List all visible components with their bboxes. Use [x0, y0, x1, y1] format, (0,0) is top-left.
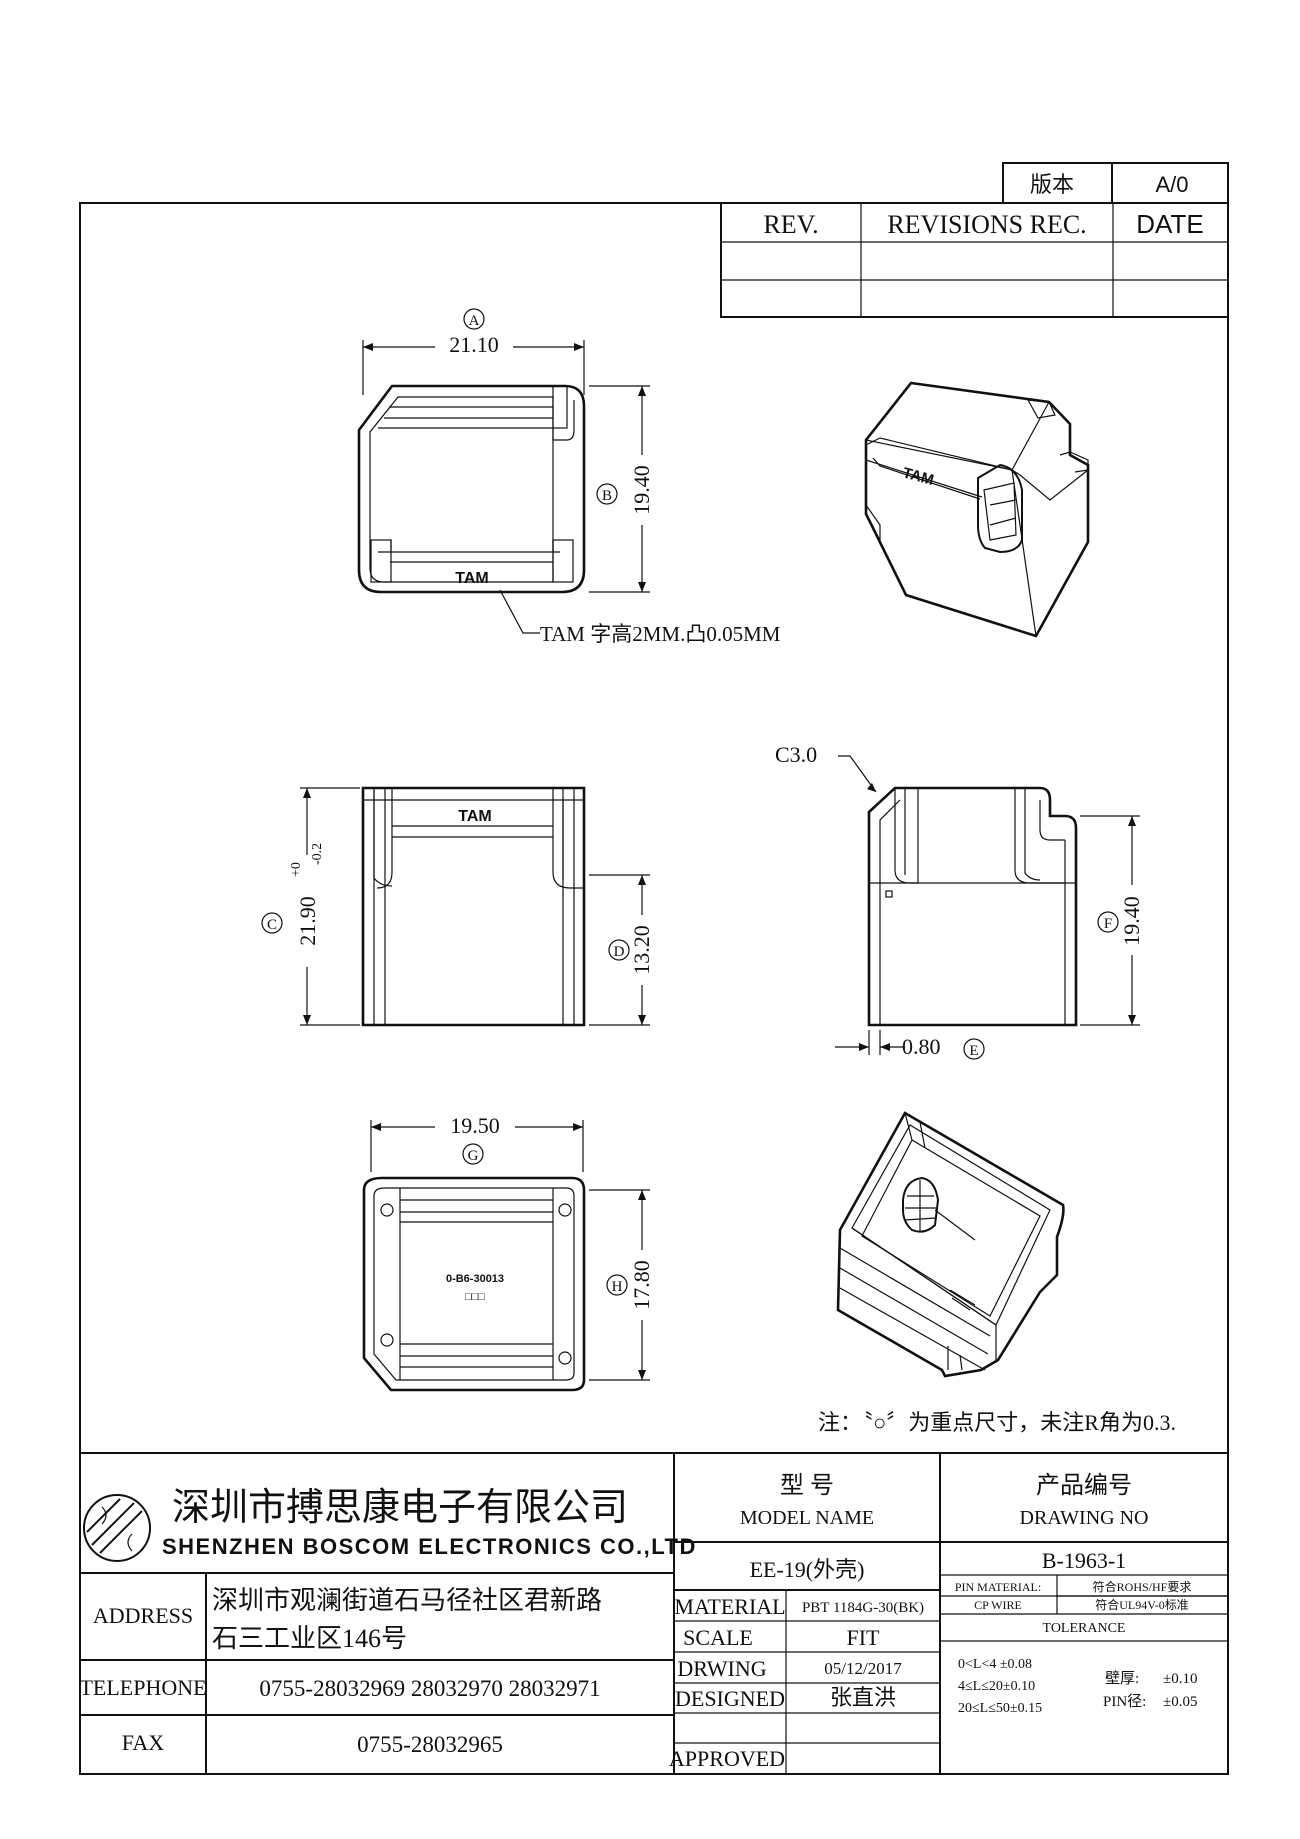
dim-g-tag	[462, 1143, 484, 1165]
drawing-date-value: 05/12/2017	[824, 1659, 902, 1678]
drawing-label-en: DRAWING NO	[1020, 1507, 1149, 1529]
version-box: 版本 A/0	[1002, 162, 1229, 204]
dim-e-tag	[963, 1038, 985, 1060]
iso-view-top: TAM	[864, 381, 1090, 638]
dim-b-value: 19.40	[629, 465, 654, 515]
code-marks: □□□	[465, 1291, 485, 1303]
cp-wire-label: CP WIRE	[974, 1598, 1022, 1612]
version-label: 版本	[1030, 172, 1074, 197]
fax-value: 0755-28032965	[357, 1732, 503, 1757]
dim-c-tol-lower: -0.2	[310, 843, 325, 865]
side-view: C3.0 F 19.40 0.80 E	[775, 742, 1144, 1060]
dim-g-value: 19.50	[450, 1113, 500, 1138]
pin-material-label: PIN MATERIAL:	[955, 1580, 1041, 1594]
pin-diameter-label: PIN径:	[1103, 1693, 1146, 1710]
marking-callout: TAM 字高2MM.凸0.05MM	[540, 622, 781, 646]
dim-h-tag	[606, 1274, 628, 1296]
svg-text:G: G	[468, 1148, 479, 1164]
drawing-note: 注：〝○〞为重点尺寸，未注R角为0.3.	[818, 1410, 1176, 1435]
tolerance-line-1: 0<L<4 ±0.08	[958, 1657, 1032, 1672]
version-value: A/0	[1155, 172, 1188, 197]
drawing-border	[79, 202, 1229, 1775]
company-name-cn: 深圳市搏思康电子有限公司	[172, 1487, 628, 1529]
svg-text:H: H	[612, 1279, 623, 1295]
tolerance-label: TOLERANCE	[1043, 1621, 1126, 1636]
top-view-marking: TAM	[455, 570, 488, 587]
title-block: 深圳市搏思康电子有限公司 SHENZHEN BOSCOM ELECTRONICS…	[79, 1452, 1228, 1774]
dim-c-tol-upper: +0	[289, 862, 304, 877]
pin-hole-bottom-left	[380, 1333, 394, 1347]
address-label: ADDRESS	[93, 1603, 193, 1628]
part-code: 0-B6-30013	[446, 1273, 504, 1285]
dim-f-tag	[1097, 911, 1119, 933]
pin-diameter-value: ±0.05	[1163, 1694, 1197, 1710]
model-label-en: MODEL NAME	[740, 1507, 874, 1529]
designed-value: 张直洪	[830, 1685, 896, 1710]
svg-text:C: C	[267, 917, 277, 933]
dim-e-value: 0.80	[902, 1034, 941, 1059]
bottom-view: 19.50 G 0-B6-30013 □□□ H 17.80	[362, 1113, 654, 1392]
scale-value: FIT	[847, 1625, 881, 1650]
dim-h-value: 17.80	[629, 1260, 654, 1310]
tolerance-line-3: 20≤L≤50±0.15	[958, 1701, 1042, 1716]
revisions-rec-header: REVISIONS REC.	[887, 210, 1086, 239]
model-value: EE-19(外壳)	[750, 1557, 865, 1582]
top-view: A 21.10 TAM B 19.40 TAM 字高2MM.凸0.05MM	[357, 308, 781, 646]
designed-label: DESIGNED	[675, 1686, 785, 1711]
company-name-en: SHENZHEN BOSCOM ELECTRONICS CO.,LTD	[162, 1534, 697, 1559]
date-header: DATE	[1136, 209, 1203, 239]
svg-text:E: E	[969, 1043, 978, 1059]
approved-label: APPROVED	[669, 1746, 785, 1771]
address-line-1: 深圳市观澜街道石马径社区君新路	[212, 1586, 602, 1615]
scale-label: SCALE	[683, 1625, 753, 1650]
pin-hole-top-left	[380, 1203, 394, 1217]
tolerance-line-2: 4≤L≤20±0.10	[958, 1679, 1035, 1694]
svg-text:F: F	[1104, 916, 1112, 932]
front-view: TAM C 21.90 +0 -0.2 D 13.20	[261, 786, 654, 1027]
revisions-table: REV. REVISIONS REC. DATE	[720, 202, 1229, 318]
dim-c-value: 21.90	[295, 896, 320, 946]
drawing-label-cn: 产品编号	[1036, 1472, 1132, 1499]
wall-thickness-label: 壁厚:	[1105, 1670, 1139, 1687]
svg-text:D: D	[614, 944, 625, 960]
company-logo	[83, 1494, 151, 1562]
address-line-2: 石三工业区146号	[212, 1624, 407, 1653]
ul-note: 符合UL94V-0标准	[1095, 1597, 1189, 1612]
rev-header: REV.	[763, 210, 818, 239]
drawing-date-label: DRWING	[677, 1656, 766, 1681]
material-label: MATERIAL	[674, 1594, 785, 1619]
front-view-marking: TAM	[458, 808, 491, 825]
svg-text:A: A	[469, 313, 480, 329]
material-value: PBT 1184G-30(BK)	[802, 1600, 924, 1616]
svg-text:B: B	[602, 488, 612, 504]
pin-hole-bottom-right	[558, 1351, 572, 1365]
telephone-label: TELEPHONE	[79, 1675, 206, 1700]
iso-top-marking: TAM	[901, 464, 936, 489]
fax-label: FAX	[122, 1730, 164, 1755]
rohs-note: 符合ROHS/HF要求	[1093, 1579, 1192, 1594]
dim-d-tag	[608, 939, 630, 961]
model-label-cn: 型 号	[780, 1472, 834, 1499]
dim-a-value: 21.10	[449, 332, 499, 357]
chamfer-callout: C3.0	[775, 742, 817, 767]
dim-b-tag	[596, 483, 618, 505]
pin-hole-top-right	[558, 1203, 572, 1217]
iso-view-bottom	[836, 1111, 1065, 1378]
wall-thickness-value: ±0.10	[1163, 1671, 1197, 1687]
dim-c-tag	[261, 912, 283, 934]
telephone-value: 0755-28032969 28032970 28032971	[259, 1676, 600, 1701]
dim-d-value: 13.20	[629, 925, 654, 975]
dim-f-value: 19.40	[1119, 896, 1144, 946]
dim-a-tag	[463, 308, 485, 330]
drawing-number: B-1963-1	[1042, 1548, 1126, 1573]
